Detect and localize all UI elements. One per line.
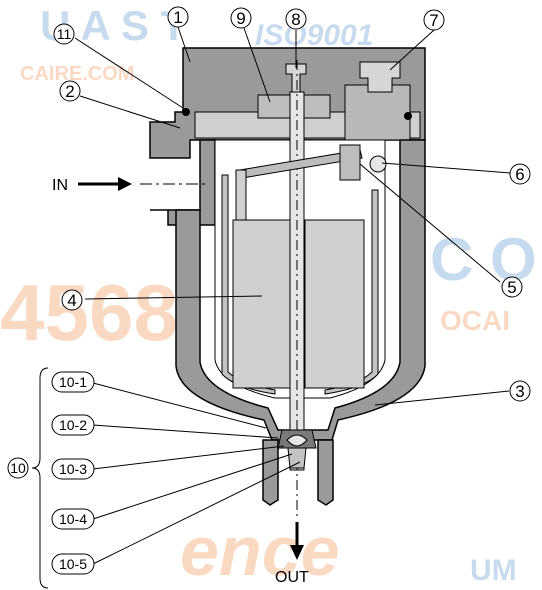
bowl-outer: [175, 139, 426, 441]
callout-10-2: 10-2: [51, 414, 95, 436]
callout-10-1: 10-1: [51, 371, 95, 393]
callout-9: 9: [230, 7, 252, 29]
callout-10-5-label: 10-5: [59, 556, 87, 572]
callout-10-3-label: 10-3: [59, 461, 87, 477]
callout-4-label: 4: [67, 291, 76, 310]
callout-3-label: 3: [515, 382, 524, 401]
callout-7: 7: [423, 9, 445, 31]
callout-6-label: 6: [515, 165, 524, 184]
inner-baffle-right: [324, 189, 379, 395]
in-label: IN: [52, 177, 68, 194]
filter-body: [149, 47, 426, 520]
callout-11: 11: [53, 23, 75, 45]
group-10-brace: [31, 367, 49, 589]
callout-11-label: 11: [57, 26, 72, 42]
svg-text:UM: UM: [470, 554, 517, 587]
callout-8: 8: [285, 8, 307, 30]
lever-pivot: [369, 155, 387, 173]
drain-outlet-right: [317, 439, 334, 506]
callout-10-label: 10: [10, 460, 26, 476]
inner-baffle: [221, 174, 276, 395]
callout-10-4: 10-4: [51, 508, 95, 530]
float: [232, 219, 293, 389]
leader-lines: [74, 26, 511, 565]
svg-text:CAIRE.COM: CAIRE.COM: [20, 63, 134, 85]
callout-7-label: 7: [429, 11, 438, 30]
callout-1: 1: [167, 6, 189, 28]
float-hook: [235, 169, 247, 221]
callout-10-3: 10-3: [51, 458, 95, 480]
callout-5-label: 5: [507, 278, 516, 297]
drain-nozzle: [287, 447, 307, 469]
callout-3: 3: [509, 380, 531, 402]
svg-text:ISO9001: ISO9001: [255, 19, 373, 52]
out-label: OUT: [275, 569, 309, 586]
callout-4: 4: [61, 289, 83, 311]
drain-outlet-left: [262, 439, 279, 506]
callout-10-1-label: 10-1: [59, 374, 87, 390]
callout-1-label: 1: [173, 8, 182, 27]
svg-text:ence: ence: [180, 512, 340, 590]
drain-ball: [286, 434, 308, 447]
callout-2-label: 2: [65, 82, 74, 101]
callout-10-5: 10-5: [51, 553, 95, 575]
inlet-indicator: IN: [52, 177, 205, 194]
callout-9-label: 9: [236, 9, 245, 28]
callout-2: 2: [59, 80, 81, 102]
callout-5: 5: [501, 276, 523, 298]
outlet-indicator: OUT: [275, 522, 309, 586]
o-ring-left: [182, 108, 190, 116]
lever-weight: [339, 144, 361, 181]
svg-text:4568: 4568: [0, 268, 178, 357]
callout-10-2-label: 10-2: [59, 417, 87, 433]
svg-text:OCAI: OCAI: [440, 305, 510, 336]
callout-6: 6: [509, 163, 531, 185]
float-right: [304, 219, 365, 389]
right-valve-block: [344, 84, 411, 141]
callout-10: 10: [7, 457, 29, 479]
o-ring-right: [404, 112, 412, 120]
callout-8-label: 8: [291, 10, 300, 29]
callout-10-4-label: 10-4: [59, 511, 87, 527]
